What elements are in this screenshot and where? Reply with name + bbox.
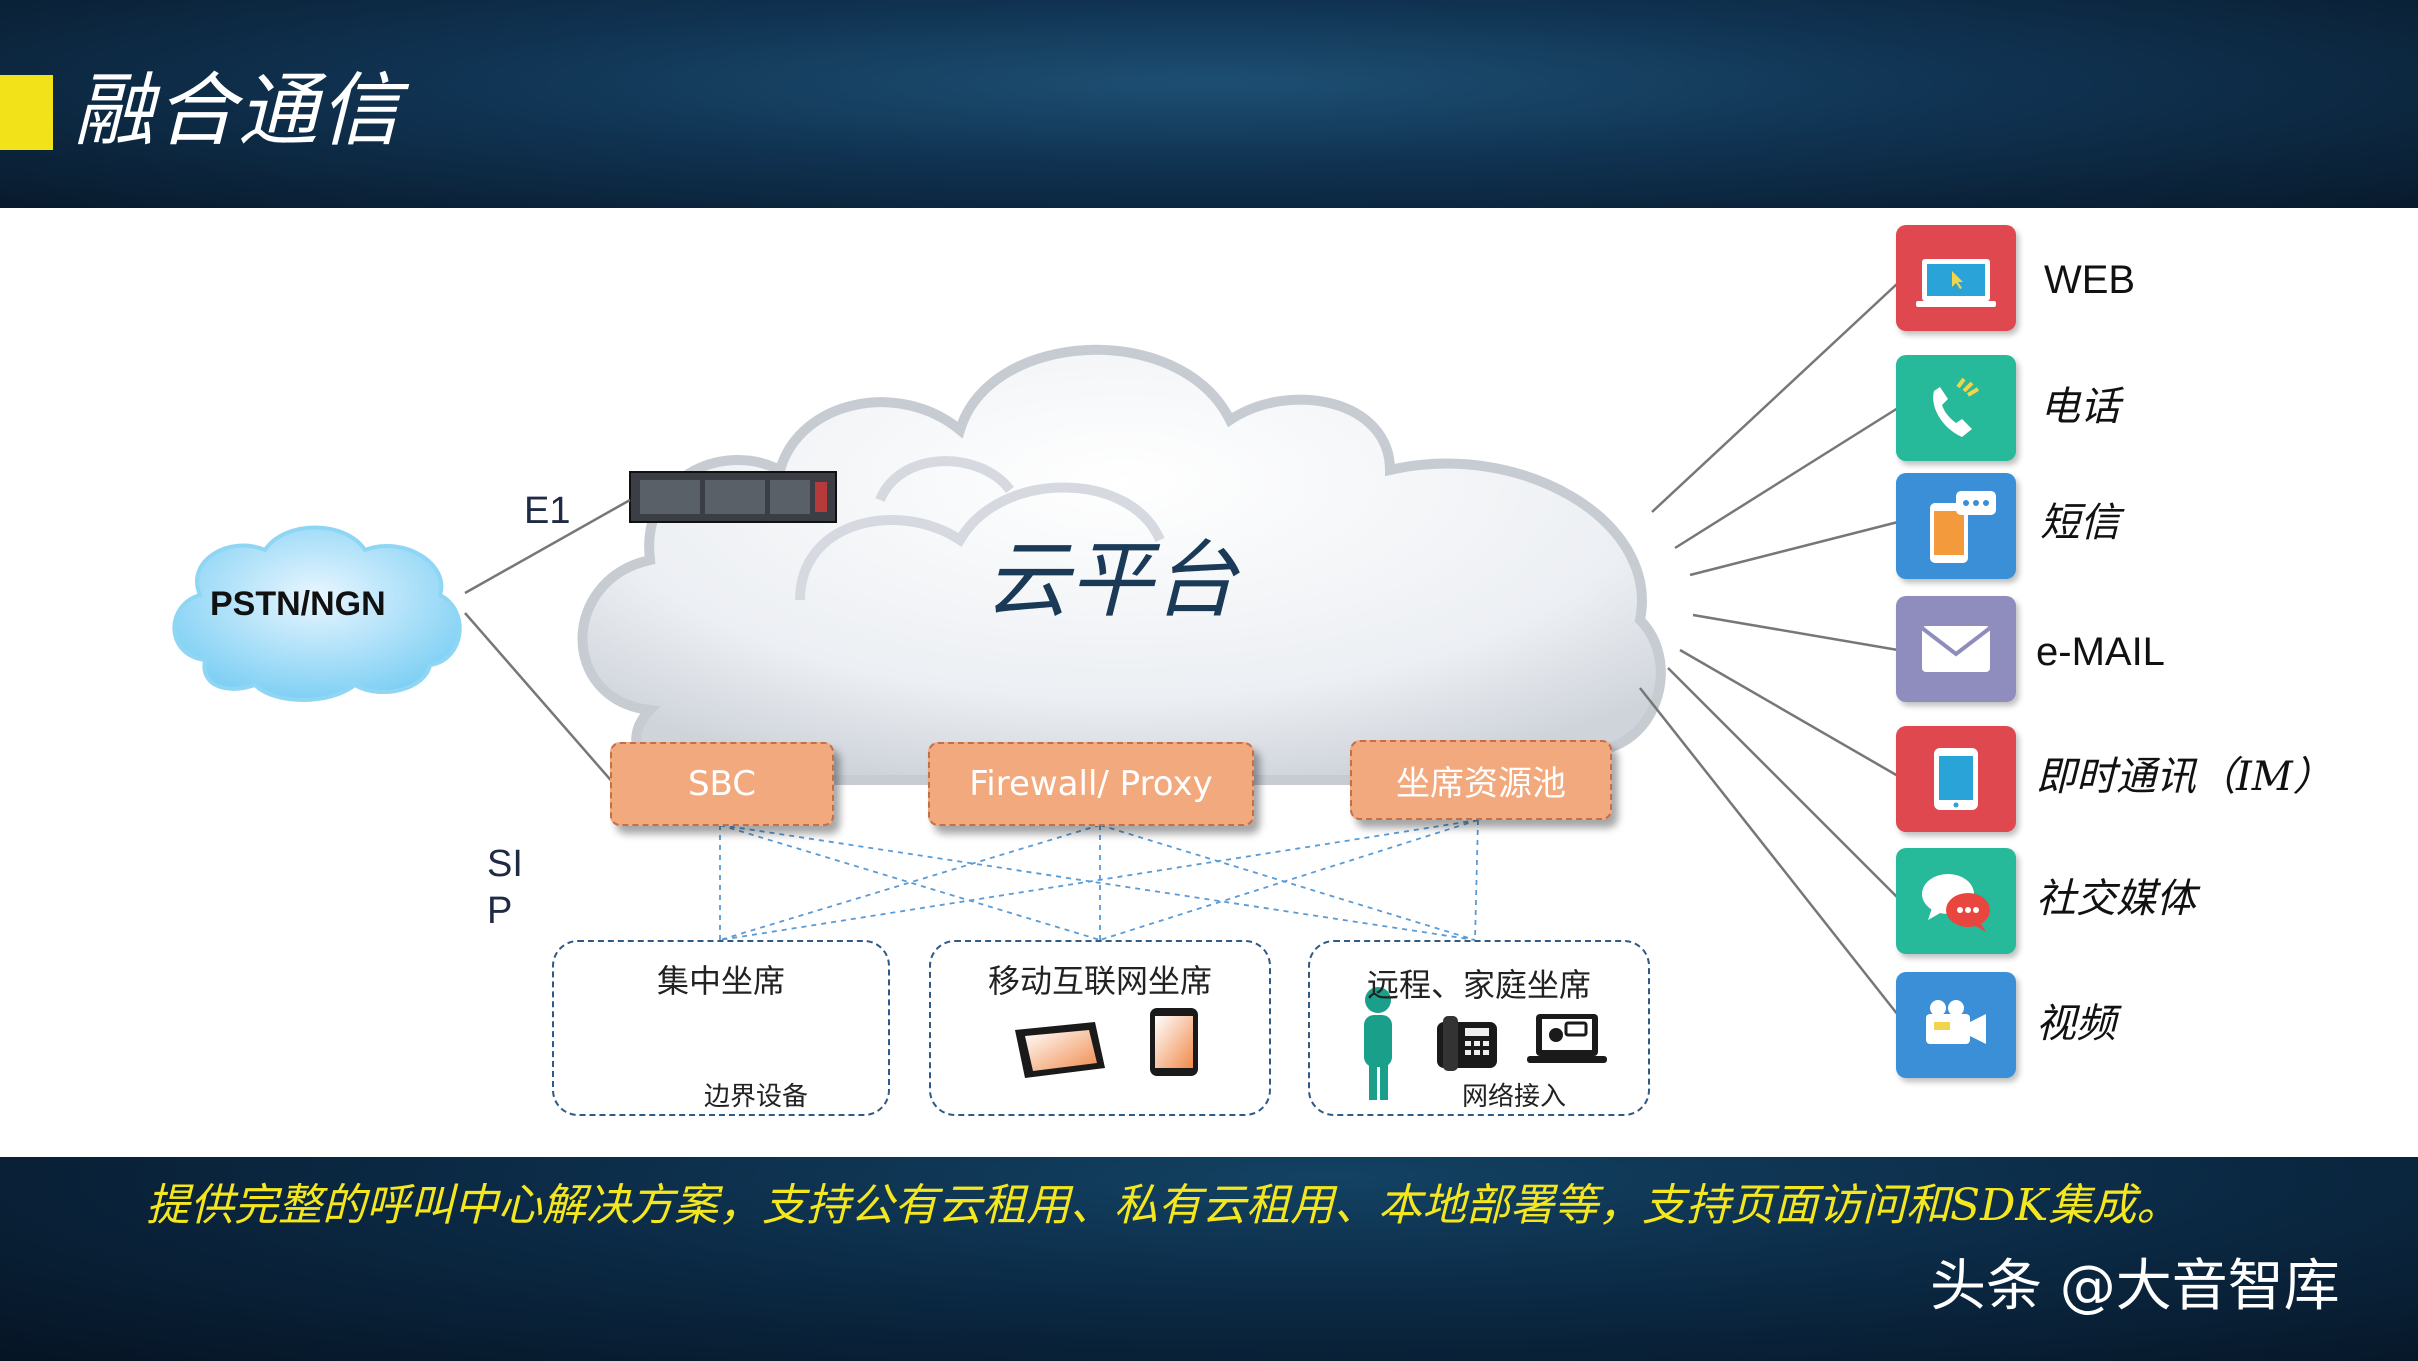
firewall-proxy-box: Firewall/ Proxy <box>928 742 1254 826</box>
slide-title: 融合通信 <box>74 64 402 157</box>
pstn-ngn-label: PSTN/NGN <box>210 585 386 623</box>
channel-links <box>1639 282 1899 1016</box>
sip-label-line2: P <box>487 890 513 932</box>
sms-channel-icon <box>1896 473 2016 579</box>
mobile-seat-group: 移动互联网坐席 <box>929 940 1271 1116</box>
smartphone-device-icon <box>1150 1008 1198 1076</box>
video-channel-icon <box>1896 972 2016 1078</box>
remote-seat-subtitle: 网络接入 <box>1462 1082 1567 1112</box>
mail-channel-label: e-MAIL <box>2036 630 2165 674</box>
sbc-box: SBC <box>610 742 834 826</box>
pstn-cloud-shape <box>172 525 462 702</box>
social-channel-label: 社交媒体 <box>2036 876 2196 922</box>
agent-pool-box: 坐席资源池 <box>1350 740 1612 820</box>
mail-channel-icon <box>1896 596 2016 702</box>
remote-laptop-icon <box>1527 1014 1607 1063</box>
remote-seat-title: 远程、家庭坐席 <box>1366 966 1591 1004</box>
sms-channel-label: 短信 <box>2040 500 2120 546</box>
phone-channel-label: 电话 <box>2040 384 2120 430</box>
remote-desk-phone-icon <box>1437 1016 1497 1071</box>
tablet-device-icon <box>1015 1022 1105 1078</box>
central-seat-subtitle: 边界设备 <box>704 1082 809 1112</box>
remote-seat-group: 远程、家庭坐席 网络接入 <box>1308 940 1650 1116</box>
video-channel-label: 视频 <box>2036 1001 2116 1047</box>
e1-gateway-device <box>629 471 837 523</box>
header-banner <box>0 0 2418 208</box>
im-channel-label: 即时通讯（IM） <box>2036 754 2333 800</box>
footer-banner <box>0 1157 2418 1361</box>
web-channel-label: WEB <box>2044 258 2136 302</box>
footer-summary-text: 提供完整的呼叫中心解决方案，支持公有云租用、私有云租用、本地部署等，支持页面访问… <box>146 1180 2181 1231</box>
web-channel-icon <box>1896 225 2016 331</box>
mobile-seat-title: 移动互联网坐席 <box>987 962 1212 1000</box>
e1-label: E1 <box>524 490 571 532</box>
watermark-text: 头条 @大音智库 <box>1930 1254 2340 1319</box>
pstn-links <box>464 498 631 786</box>
im-channel-icon <box>1896 726 2016 832</box>
central-seat-group: 集中坐席 边界设备 <box>552 940 890 1116</box>
sip-label-line1: SI <box>487 843 523 885</box>
mesh-links <box>719 819 1479 941</box>
title-accent-bar <box>0 75 53 150</box>
remote-person-icon <box>1364 987 1392 1100</box>
phone-channel-icon <box>1896 355 2016 461</box>
social-channel-icon <box>1896 848 2016 954</box>
central-seat-title: 集中坐席 <box>656 962 785 1000</box>
cloud-platform-label: 云平台 <box>985 531 1238 629</box>
